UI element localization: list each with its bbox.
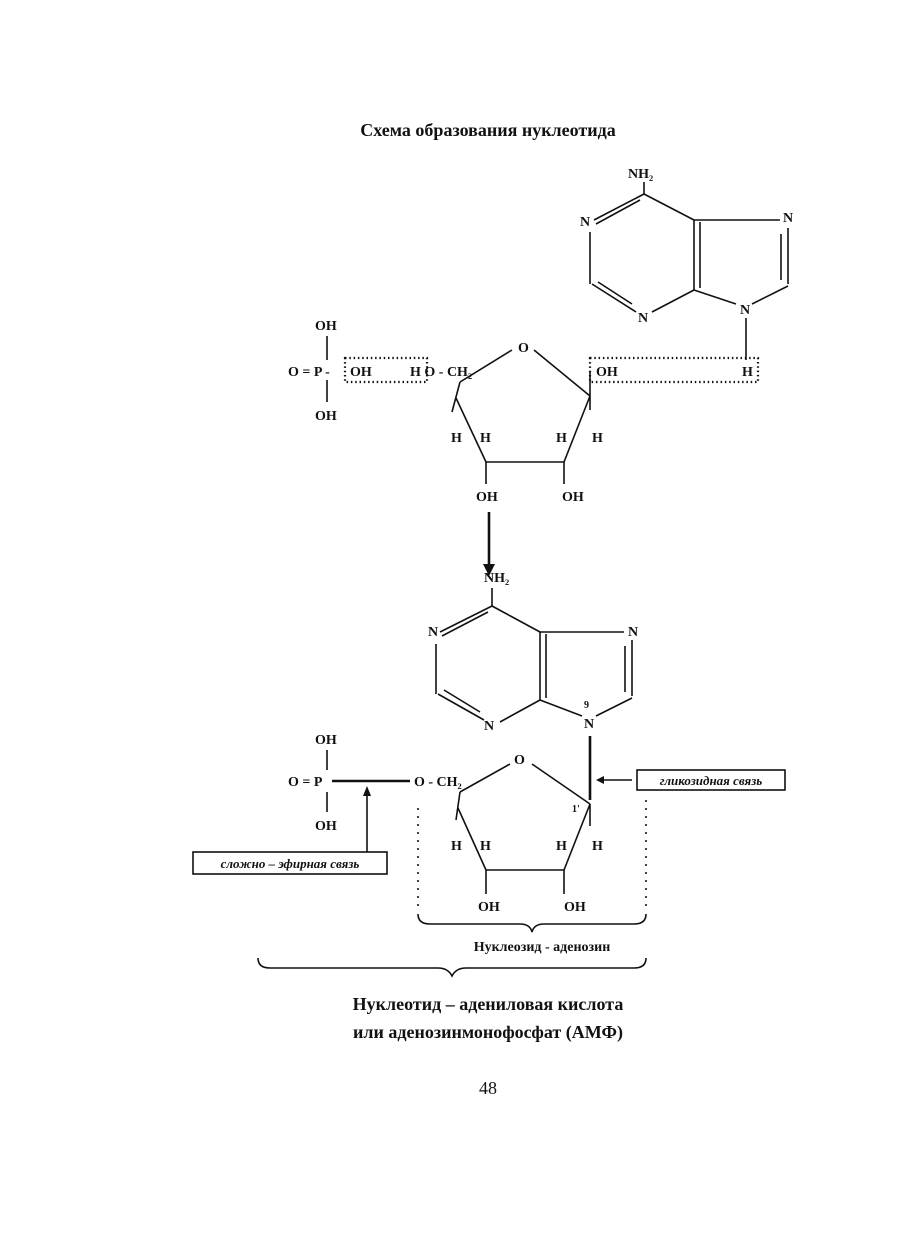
nucleotide-label-line2: или аденозинмонофосфат (АМФ) <box>353 1022 623 1043</box>
reaction-arrow <box>483 512 495 576</box>
o-ch2-label: O - CH₂ <box>414 775 462 790</box>
n9-number: 9 <box>584 700 589 711</box>
ho-ch2-label: H O - CH₂ <box>410 365 472 380</box>
phosphoric-acid-top: OH O = P - OH <box>288 319 337 424</box>
adenine-top: NH₂ N N N N <box>580 167 793 360</box>
n3-label: N <box>638 311 648 326</box>
glycosidic-bond-callout: гликозидная связь <box>596 769 786 791</box>
nucleotide-bracket: Нуклеотид – адениловая кислота или адено… <box>257 957 647 1043</box>
h-label: H <box>451 839 462 854</box>
oh-label: OH <box>562 490 584 505</box>
nucleoside-label: Нуклеозид - аденозин <box>474 940 611 955</box>
n3-label: N <box>484 719 494 734</box>
n1-label: N <box>428 625 438 640</box>
glycosidic-bond-label: гликозидная связь <box>660 773 763 788</box>
h-label: H <box>592 839 603 854</box>
n9-label: N <box>740 303 750 318</box>
h-label: H <box>592 431 603 446</box>
h-label: H <box>451 431 462 446</box>
oh-label: OH <box>350 365 372 380</box>
ribose-top: OH H O - CH₂ O H H H H OH OH OH H <box>343 341 760 505</box>
nucleoside-bracket: Нуклеозид - аденозин <box>417 800 647 955</box>
oh-label: OH <box>476 490 498 505</box>
h-label: H <box>556 431 567 446</box>
oh-label: OH <box>315 409 337 424</box>
phosphate-bottom: OH O = P OH <box>288 733 410 834</box>
n9-label: N <box>584 717 594 732</box>
n1-label: N <box>580 215 590 230</box>
oh-label: OH <box>315 819 337 834</box>
ring-oxygen-label: O <box>514 753 525 768</box>
p-label: O = P <box>288 775 323 790</box>
page-number: 48 <box>479 1078 497 1098</box>
nucleotide-label-line1: Нуклеотид – адениловая кислота <box>353 994 624 1014</box>
n7-label: N <box>628 625 638 640</box>
h-label: H <box>556 839 567 854</box>
oh-label: OH <box>596 365 618 380</box>
n7-label: N <box>783 211 793 226</box>
adenine-bottom: NH₂ N N N 9 N <box>428 571 638 800</box>
oh-label: OH <box>315 319 337 334</box>
nh2-label: NH₂ <box>628 167 653 182</box>
nh2-label: NH₂ <box>484 571 509 586</box>
h-label: H <box>480 839 491 854</box>
removed-water-box <box>588 356 760 384</box>
p-label: O = P - <box>288 365 330 380</box>
ester-bond-label: сложно – эфирная связь <box>221 856 360 871</box>
c1-number: 1' <box>572 804 580 815</box>
oh-label: OH <box>478 900 500 915</box>
h-label: H <box>480 431 491 446</box>
oh-label: OH <box>564 900 586 915</box>
ring-oxygen-label: O <box>518 341 529 356</box>
oh-label: OH <box>315 733 337 748</box>
ribose-bottom: O - CH₂ O 1' H H H H OH OH <box>414 753 603 915</box>
h-label: H <box>742 365 753 380</box>
diagram-title: Схема образования нуклеотида <box>360 120 615 140</box>
ester-bond-callout: сложно – эфирная связь <box>192 786 388 875</box>
removed-water-box <box>343 356 429 384</box>
